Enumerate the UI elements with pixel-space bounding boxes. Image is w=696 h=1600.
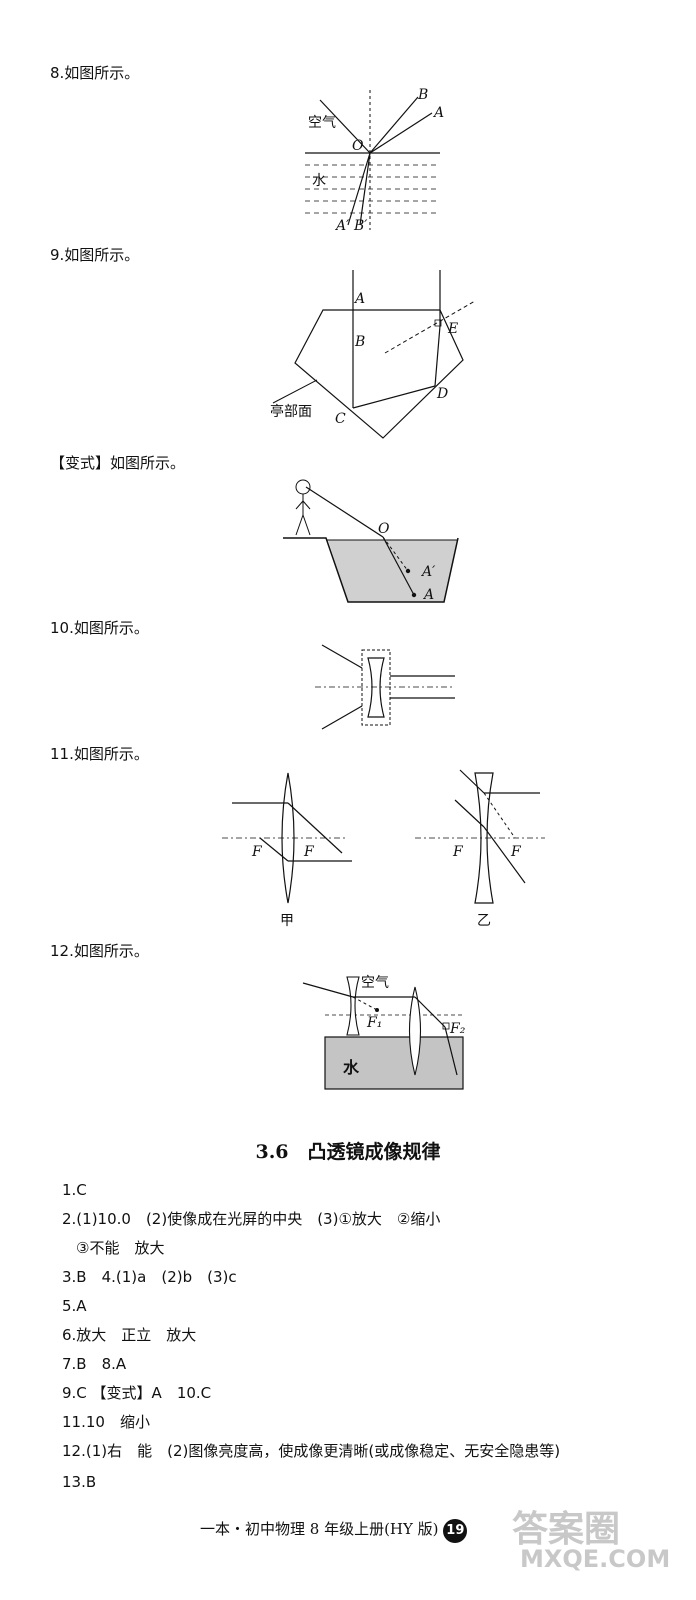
answer-line: 9.C 【变式】A 10.C bbox=[62, 1384, 212, 1402]
concave-lens-figure-yi: F F 乙 bbox=[415, 769, 545, 929]
fig12-air-label: 空气 bbox=[361, 975, 389, 991]
fig8-water-label: 水 bbox=[312, 173, 326, 189]
fig8-air-label: 空气 bbox=[308, 115, 336, 131]
fig9-B: B bbox=[354, 334, 365, 350]
fig8-A-prime: A′ bbox=[334, 218, 350, 234]
fig11-jia-F-left: F bbox=[251, 844, 263, 860]
fig12-F1: F₁ bbox=[366, 1015, 382, 1031]
fig-variant-A: A bbox=[422, 587, 434, 603]
answer-line: 7.B 8.A bbox=[62, 1355, 127, 1373]
answer-line: ③不能 放大 bbox=[76, 1239, 165, 1257]
section-title: 3.6 凸透镜成像规律 bbox=[255, 1141, 441, 1163]
answer-line: 2.(1)10.0 (2)使像成在光屏的中央 (3)①放大 ②缩小 bbox=[62, 1210, 441, 1228]
fig-variant-O: O bbox=[378, 521, 390, 537]
tank-figure-12: 空气 水 F₁ F₂ bbox=[302, 975, 466, 1090]
fig-variant-A-prime: A′ bbox=[420, 564, 436, 580]
answer-line: 5.A bbox=[62, 1297, 87, 1315]
fig11-yi-label: 乙 bbox=[477, 913, 491, 929]
question-9-label: 9.如图所示。 bbox=[50, 246, 140, 264]
convex-lens-figure-jia: F F 甲 bbox=[222, 772, 352, 929]
concave-lens-figure-10 bbox=[315, 644, 455, 730]
fig8-B: B bbox=[417, 87, 428, 103]
fig9-E: E bbox=[447, 321, 458, 337]
footer-text: 一本・初中物理 8 年级上册(HY 版) bbox=[200, 1520, 439, 1538]
fig8-B-prime: B′ bbox=[353, 218, 368, 234]
question-8-label: 8.如图所示。 bbox=[50, 64, 140, 82]
fig11-yi-F-left: F bbox=[452, 844, 464, 860]
answer-line: 13.B bbox=[62, 1473, 97, 1491]
watermark-bottom: MXQE.COM bbox=[520, 1545, 671, 1573]
diamond-figure-9: A B C D E 亭部面 bbox=[270, 270, 476, 439]
fig11-yi-F-right: F bbox=[510, 844, 522, 860]
question-12-label: 12.如图所示。 bbox=[50, 942, 149, 960]
page-number: 19 bbox=[443, 1519, 468, 1543]
fig11-jia-label: 甲 bbox=[280, 913, 294, 929]
fig8-A: A bbox=[432, 105, 444, 121]
answer-line: 6.放大 正立 放大 bbox=[62, 1326, 197, 1344]
watermark-top: 答案圈 bbox=[512, 1509, 621, 1550]
answer-line: 11.10 缩小 bbox=[62, 1413, 150, 1431]
answer-line: 12.(1)右 能 (2)图像亮度高，使成像更清晰(或成像稳定、无安全隐患等) bbox=[62, 1442, 561, 1460]
fig9-C: C bbox=[335, 411, 346, 427]
answer-line: 1.C bbox=[62, 1181, 87, 1199]
answer-line: 3.B 4.(1)a (2)b (3)c bbox=[62, 1268, 237, 1286]
fig12-water-label: 水 bbox=[343, 1058, 360, 1077]
refraction-figure-8: 空气 水 O B A A′ B′ bbox=[305, 87, 444, 234]
fig12-F2: F₂ bbox=[449, 1021, 466, 1037]
question-10-label: 10.如图所示。 bbox=[50, 619, 149, 637]
question-11-label: 11.如图所示。 bbox=[50, 745, 149, 763]
fig9-pavilion-label: 亭部面 bbox=[270, 403, 312, 420]
fig11-jia-F-right: F bbox=[303, 844, 315, 860]
fig9-D: D bbox=[436, 386, 448, 402]
variant-label: 【变式】如图所示。 bbox=[50, 454, 186, 472]
fig9-A: A bbox=[353, 291, 365, 307]
fig8-O: O bbox=[352, 138, 364, 154]
pool-figure-variant: O A A′ bbox=[283, 479, 459, 603]
page-footer: 一本・初中物理 8 年级上册(HY 版) 19 bbox=[200, 1518, 468, 1543]
